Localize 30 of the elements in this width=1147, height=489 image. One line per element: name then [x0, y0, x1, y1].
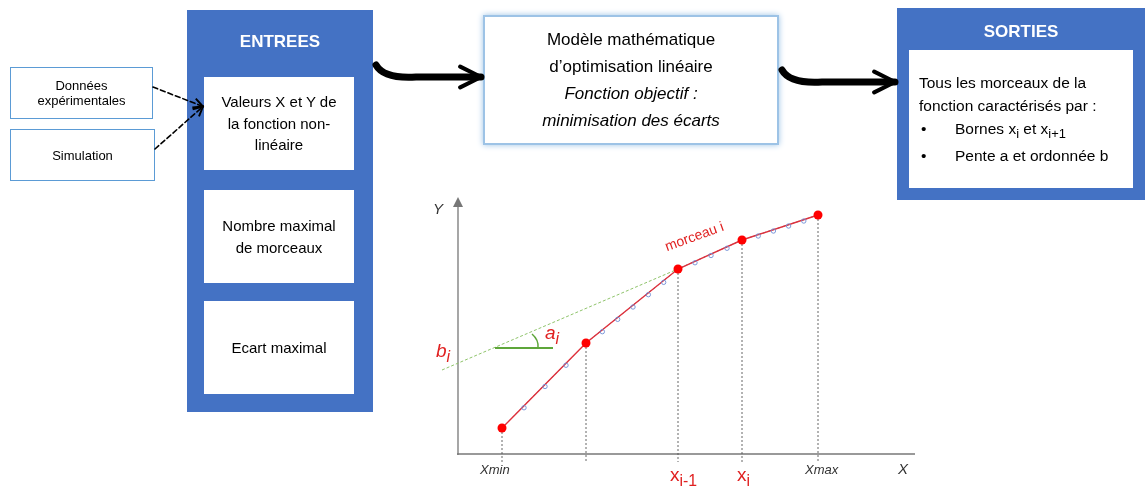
process-box	[483, 15, 779, 145]
intercept-label: b$_{i}$	[436, 340, 451, 366]
axis-label: X	[898, 460, 908, 477]
arrow	[154, 105, 204, 150]
group-panel	[187, 10, 373, 412]
group-heading: SORTIES	[983, 22, 1059, 42]
arrow	[778, 66, 899, 95]
slope-label: a$_{i}$	[545, 322, 560, 348]
input-box: Valeurs X et Y de la fonction non-linéaire	[204, 77, 354, 170]
output-text: Tous les morceaux de la fonction caractérisés par :	[919, 72, 1098, 117]
model-text: Modèle mathématique d’optimisation linéaire	[545, 28, 717, 78]
objective-text: Fonction objectif : minimisation des écarts	[541, 83, 721, 133]
output-box	[909, 50, 1133, 188]
bullet: •	[920, 145, 928, 166]
source-box: Simulation	[10, 129, 155, 181]
group-panel	[897, 8, 1145, 200]
tick-label: Xmax	[805, 462, 839, 477]
arrow	[152, 86, 204, 109]
bullet-text: Pente a et ordonnée b	[955, 145, 1109, 166]
tick-label: x$_{i-1}$	[670, 464, 698, 489]
tick-label: Xmin	[480, 462, 510, 477]
input-box: Nombre maximal de morceaux	[204, 190, 354, 283]
bullet-text: Bornes x$_{i}$ et x$_{i+1}$	[955, 119, 1066, 144]
arrow	[372, 61, 485, 90]
group-heading: ENTREES	[239, 32, 321, 52]
input-box: Ecart maximal	[204, 301, 354, 394]
bullet: •	[920, 119, 928, 140]
tick-label: x$_{i}$	[737, 464, 751, 489]
source-box: Données expérimentales	[10, 67, 153, 119]
axis-label: Y	[433, 200, 443, 217]
